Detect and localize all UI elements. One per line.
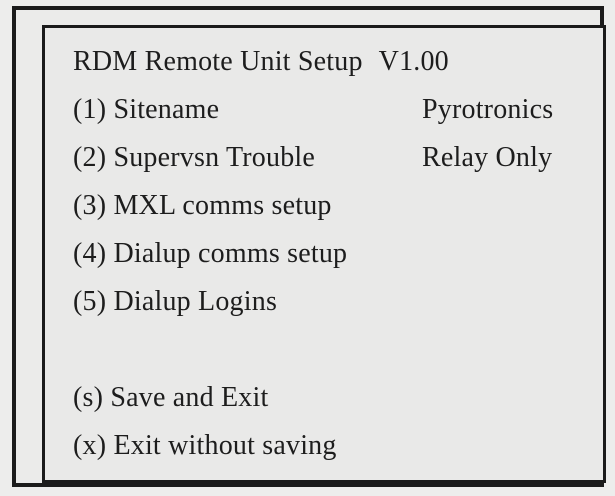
menu-item-label: (2) Supervsn Trouble [73, 142, 316, 173]
action-exit-without-saving[interactable]: (x) Exit without saving [73, 422, 603, 470]
version-label: V1.00 [378, 46, 449, 77]
setup-screen: RDM Remote Unit Setup V1.00 (1) Sitename … [42, 25, 606, 483]
menu-item-label: (1) Sitename [73, 94, 220, 125]
page-title: RDM Remote Unit Setup [73, 46, 363, 77]
menu-item-label: (5) Dialup Logins [73, 286, 278, 317]
menu-item-dialup-comms-setup[interactable]: (4) Dialup comms setup [73, 230, 603, 278]
outer-frame: RDM Remote Unit Setup V1.00 (1) Sitename … [12, 6, 606, 487]
menu-item-label: (3) MXL comms setup [73, 190, 332, 221]
action-label: (x) Exit without saving [73, 430, 337, 461]
menu-item-sitename[interactable]: (1) Sitename Pyrotronics [73, 86, 603, 134]
menu-item-value: Relay Only [422, 142, 553, 173]
action-save-and-exit[interactable]: (s) Save and Exit [73, 374, 603, 422]
menu-item-value: Pyrotronics [422, 94, 554, 125]
menu-item-supervsn-trouble[interactable]: (2) Supervsn Trouble Relay Only [73, 134, 603, 182]
menu-item-mxl-comms-setup[interactable]: (3) MXL comms setup [73, 182, 603, 230]
blank-row [73, 326, 603, 374]
menu-item-label: (4) Dialup comms setup [73, 238, 348, 269]
screen-content: RDM Remote Unit Setup V1.00 (1) Sitename … [45, 28, 603, 480]
menu-item-dialup-logins[interactable]: (5) Dialup Logins [73, 278, 603, 326]
title-row: RDM Remote Unit Setup V1.00 [73, 38, 603, 86]
action-label: (s) Save and Exit [73, 382, 269, 413]
